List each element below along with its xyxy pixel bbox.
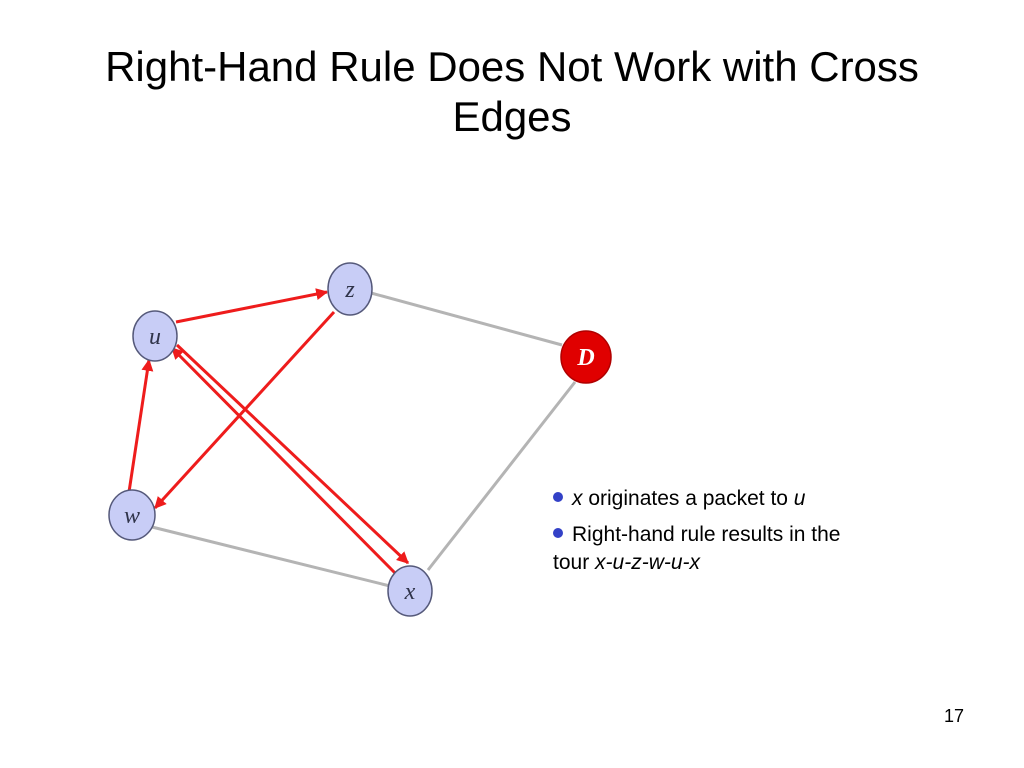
node-D: D	[560, 330, 612, 384]
node-z-circle	[327, 262, 373, 316]
nodes: z u D w x	[108, 262, 612, 617]
node-w: w	[108, 489, 156, 541]
node-D-circle	[560, 330, 612, 384]
title-line-1: Right-Hand Rule Does Not Work with Cross	[105, 43, 919, 90]
note-2: Right-hand rule results in the tour x-u-…	[553, 521, 933, 577]
node-u: u	[132, 310, 178, 362]
note-2-tour-prefix: tour	[553, 551, 596, 574]
node-x-circle	[387, 565, 433, 617]
node-D-label: D	[576, 345, 594, 371]
tour-edges	[127, 288, 410, 578]
node-w-circle	[108, 489, 156, 541]
note-1-x: x	[572, 487, 583, 510]
node-u-label: u	[149, 324, 161, 350]
bullet-1	[553, 492, 563, 503]
edge-x-u-arrow	[170, 346, 400, 578]
node-w-label: w	[124, 503, 140, 529]
node-z-label: z	[344, 277, 355, 303]
node-z: z	[327, 262, 373, 316]
edge-w-x	[151, 525, 391, 588]
title-line-2: Edges	[452, 93, 572, 140]
note-1: x originates a packet to u	[553, 485, 933, 513]
bullet-2	[553, 528, 563, 539]
note-1-u: u	[793, 487, 806, 510]
note-1-text: originates a packet to	[582, 487, 794, 510]
edge-z-D	[370, 291, 563, 347]
node-u-circle	[132, 310, 178, 362]
node-x: x	[387, 565, 433, 617]
page-number: 17	[943, 706, 964, 726]
notes: x originates a packet to u Right-hand ru…	[553, 485, 933, 585]
edge-u-x-arrow	[175, 343, 410, 565]
edge-u-z-arrow	[175, 288, 329, 324]
gray-edges	[151, 291, 577, 588]
edge-w-u-arrow	[127, 358, 154, 493]
edge-D-x	[426, 381, 577, 571]
note-2-tour: x-u-z-w-u-x	[595, 551, 701, 574]
note-2-text: Right-hand rule results in the	[572, 523, 841, 546]
slide-title: Right-Hand Rule Does Not Work with Cross…	[40, 42, 984, 142]
node-x-label: x	[404, 579, 416, 605]
